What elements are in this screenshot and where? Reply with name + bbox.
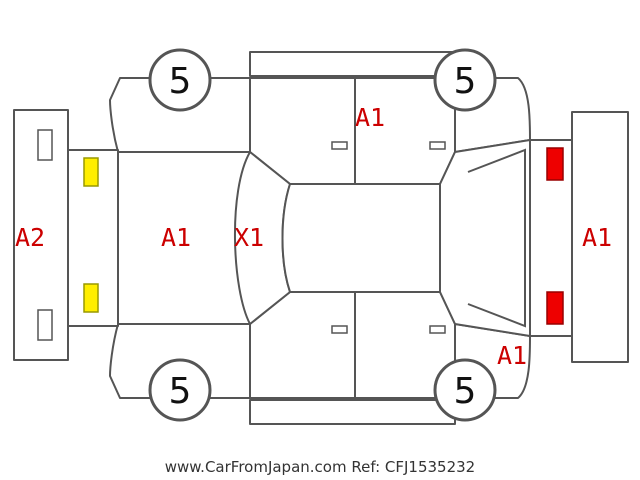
tire-rear-left-condition: 5	[454, 61, 477, 102]
roof	[281, 183, 441, 293]
left-side-step	[249, 51, 456, 77]
rear-hatch	[439, 139, 531, 337]
tire-front-right: 5	[148, 358, 212, 422]
footer-reference: www.CarFromJapan.com Ref: CFJ1535232	[165, 458, 475, 476]
grade-windshield: X1	[234, 223, 264, 252]
right-front-door-handle	[331, 325, 348, 334]
rear-lamp-right-marker	[546, 291, 564, 325]
tire-rear-right: 5	[433, 358, 497, 422]
grade-front-bumper: A2	[15, 223, 45, 252]
front-lamp-left-marker	[83, 157, 99, 187]
tire-rear-left: 5	[433, 48, 497, 112]
right-side-step	[249, 399, 456, 425]
grade-rear-bumper: A1	[582, 223, 612, 252]
front-bumper	[13, 109, 69, 361]
left-rear-door-handle	[429, 141, 446, 150]
left-front-door-handle	[331, 141, 348, 150]
grade-hood: A1	[161, 223, 191, 252]
tire-front-left: 5	[148, 48, 212, 112]
grade-left-rear-door: A1	[355, 103, 385, 132]
tire-rear-right-condition: 5	[454, 371, 477, 412]
front-lamp-right-marker	[83, 283, 99, 313]
rear-hatch-inner	[467, 148, 526, 328]
rear-lamp-left-marker	[546, 147, 564, 181]
tire-front-right-condition: 5	[169, 371, 192, 412]
right-rear-door-handle	[429, 325, 446, 334]
tire-front-left-condition: 5	[169, 61, 192, 102]
grade-right-rear-fender: A1	[497, 341, 527, 370]
